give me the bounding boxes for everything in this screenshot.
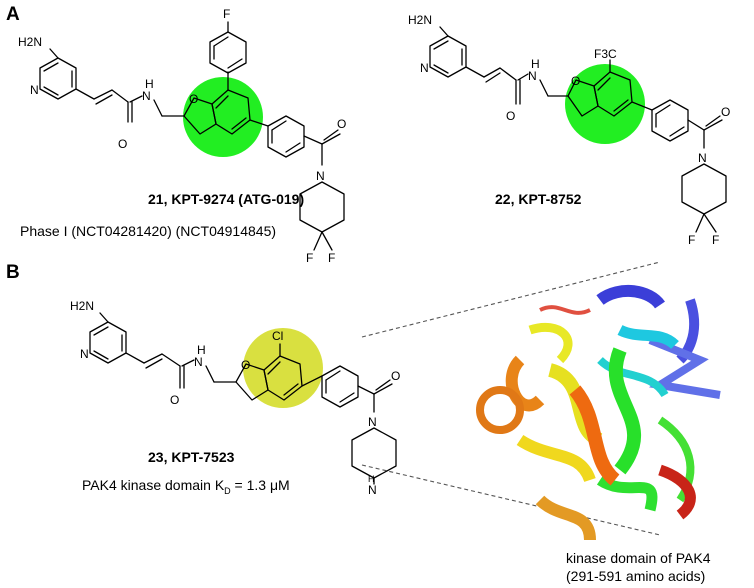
atom-n-amide-22: N	[528, 69, 537, 83]
helix-orange-4	[535, 495, 596, 541]
helix-red	[658, 464, 696, 520]
atom-n-piperidine: N	[316, 169, 325, 183]
atom-o-amide-23: O	[170, 393, 179, 407]
atom-n-amide-23: N	[194, 355, 203, 369]
atom-n-piperazine-2: N	[368, 483, 377, 497]
helix-orange-1	[569, 385, 620, 486]
helix-yellow-2	[516, 434, 596, 483]
highlight-circle-22	[565, 64, 645, 144]
protein-caption-line1: kinase domain of PAK4	[566, 550, 711, 566]
compound-23-structure: H2N N O N H O Cl O N N H	[70, 299, 400, 497]
atom-h2n-23: H2N	[70, 299, 94, 313]
atom-h-piperazine: H	[368, 474, 375, 484]
atom-o-ketone-22: O	[721, 105, 730, 119]
atom-n-piperazine: N	[368, 415, 377, 429]
atom-cf3: F3C	[594, 47, 617, 61]
projection-line-top	[361, 261, 661, 338]
atom-f-pip-22-1: F	[688, 233, 695, 247]
loop-red	[539, 305, 591, 315]
atom-n-piperidine-22: N	[698, 151, 707, 165]
atom-h-amide-22: H	[531, 57, 540, 71]
highlight-circle-21	[183, 77, 263, 157]
atom-n-amide: N	[142, 89, 151, 103]
helix-blue-1	[596, 284, 665, 309]
atom-f-pip-22-2: F	[712, 233, 719, 247]
protein-caption-line2: (291-591 amino acids)	[566, 568, 705, 584]
panel-label-b: B	[6, 262, 20, 283]
sheet-blue	[648, 336, 721, 399]
atom-o-furan-23: O	[241, 358, 250, 372]
atom-o-ketone: O	[337, 117, 346, 131]
atom-f-pip-2: F	[328, 251, 335, 265]
loop-cyan	[597, 356, 669, 398]
compound-22-label: 22, KPT-8752	[495, 191, 582, 207]
atom-f-pip-1: F	[306, 251, 313, 265]
atom-cl: Cl	[272, 329, 283, 343]
atom-n-pyridine: N	[30, 83, 39, 97]
compound-21-structure: H2N N O N H O F O N	[18, 7, 346, 265]
atom-o-amide-22: O	[506, 109, 515, 123]
compound-21-label: 21, KPT-9274 (ATG-019)	[148, 191, 304, 207]
panel-label-a: A	[6, 4, 20, 25]
atom-n-pyridine-22: N	[420, 61, 429, 75]
helix-orange-3	[476, 386, 524, 434]
atom-h2n: H2N	[18, 35, 42, 49]
atom-f-top: F	[223, 7, 230, 21]
atom-n-pyridine-23: N	[80, 347, 89, 361]
highlight-circle-23	[243, 328, 323, 408]
helix-green-2	[596, 475, 658, 512]
atom-o-furan: O	[189, 92, 198, 106]
compound-23-kd: PAK4 kinase domain KD = 1.3 μM	[82, 477, 290, 496]
projection-line-bottom	[361, 464, 661, 536]
atom-h2n-22: H2N	[408, 13, 432, 27]
protein-ribbon	[476, 284, 721, 541]
atom-h-amide-23: H	[197, 343, 206, 357]
atom-o-furan-22: O	[571, 74, 580, 88]
compound-21-status: Phase I (NCT04281420) (NCT04914845)	[20, 223, 276, 239]
atom-h-amide: H	[145, 77, 154, 91]
compound-22-structure: H2N N O N H O F3C O N F F	[408, 13, 730, 247]
helix-green-1	[608, 347, 641, 475]
atom-o-amide: O	[118, 137, 127, 151]
helix-cyan-1	[617, 324, 679, 350]
loop-yellow	[528, 322, 573, 364]
atom-o-ketone-23: O	[391, 369, 400, 383]
compound-23-label: 23, KPT-7523	[148, 449, 235, 465]
